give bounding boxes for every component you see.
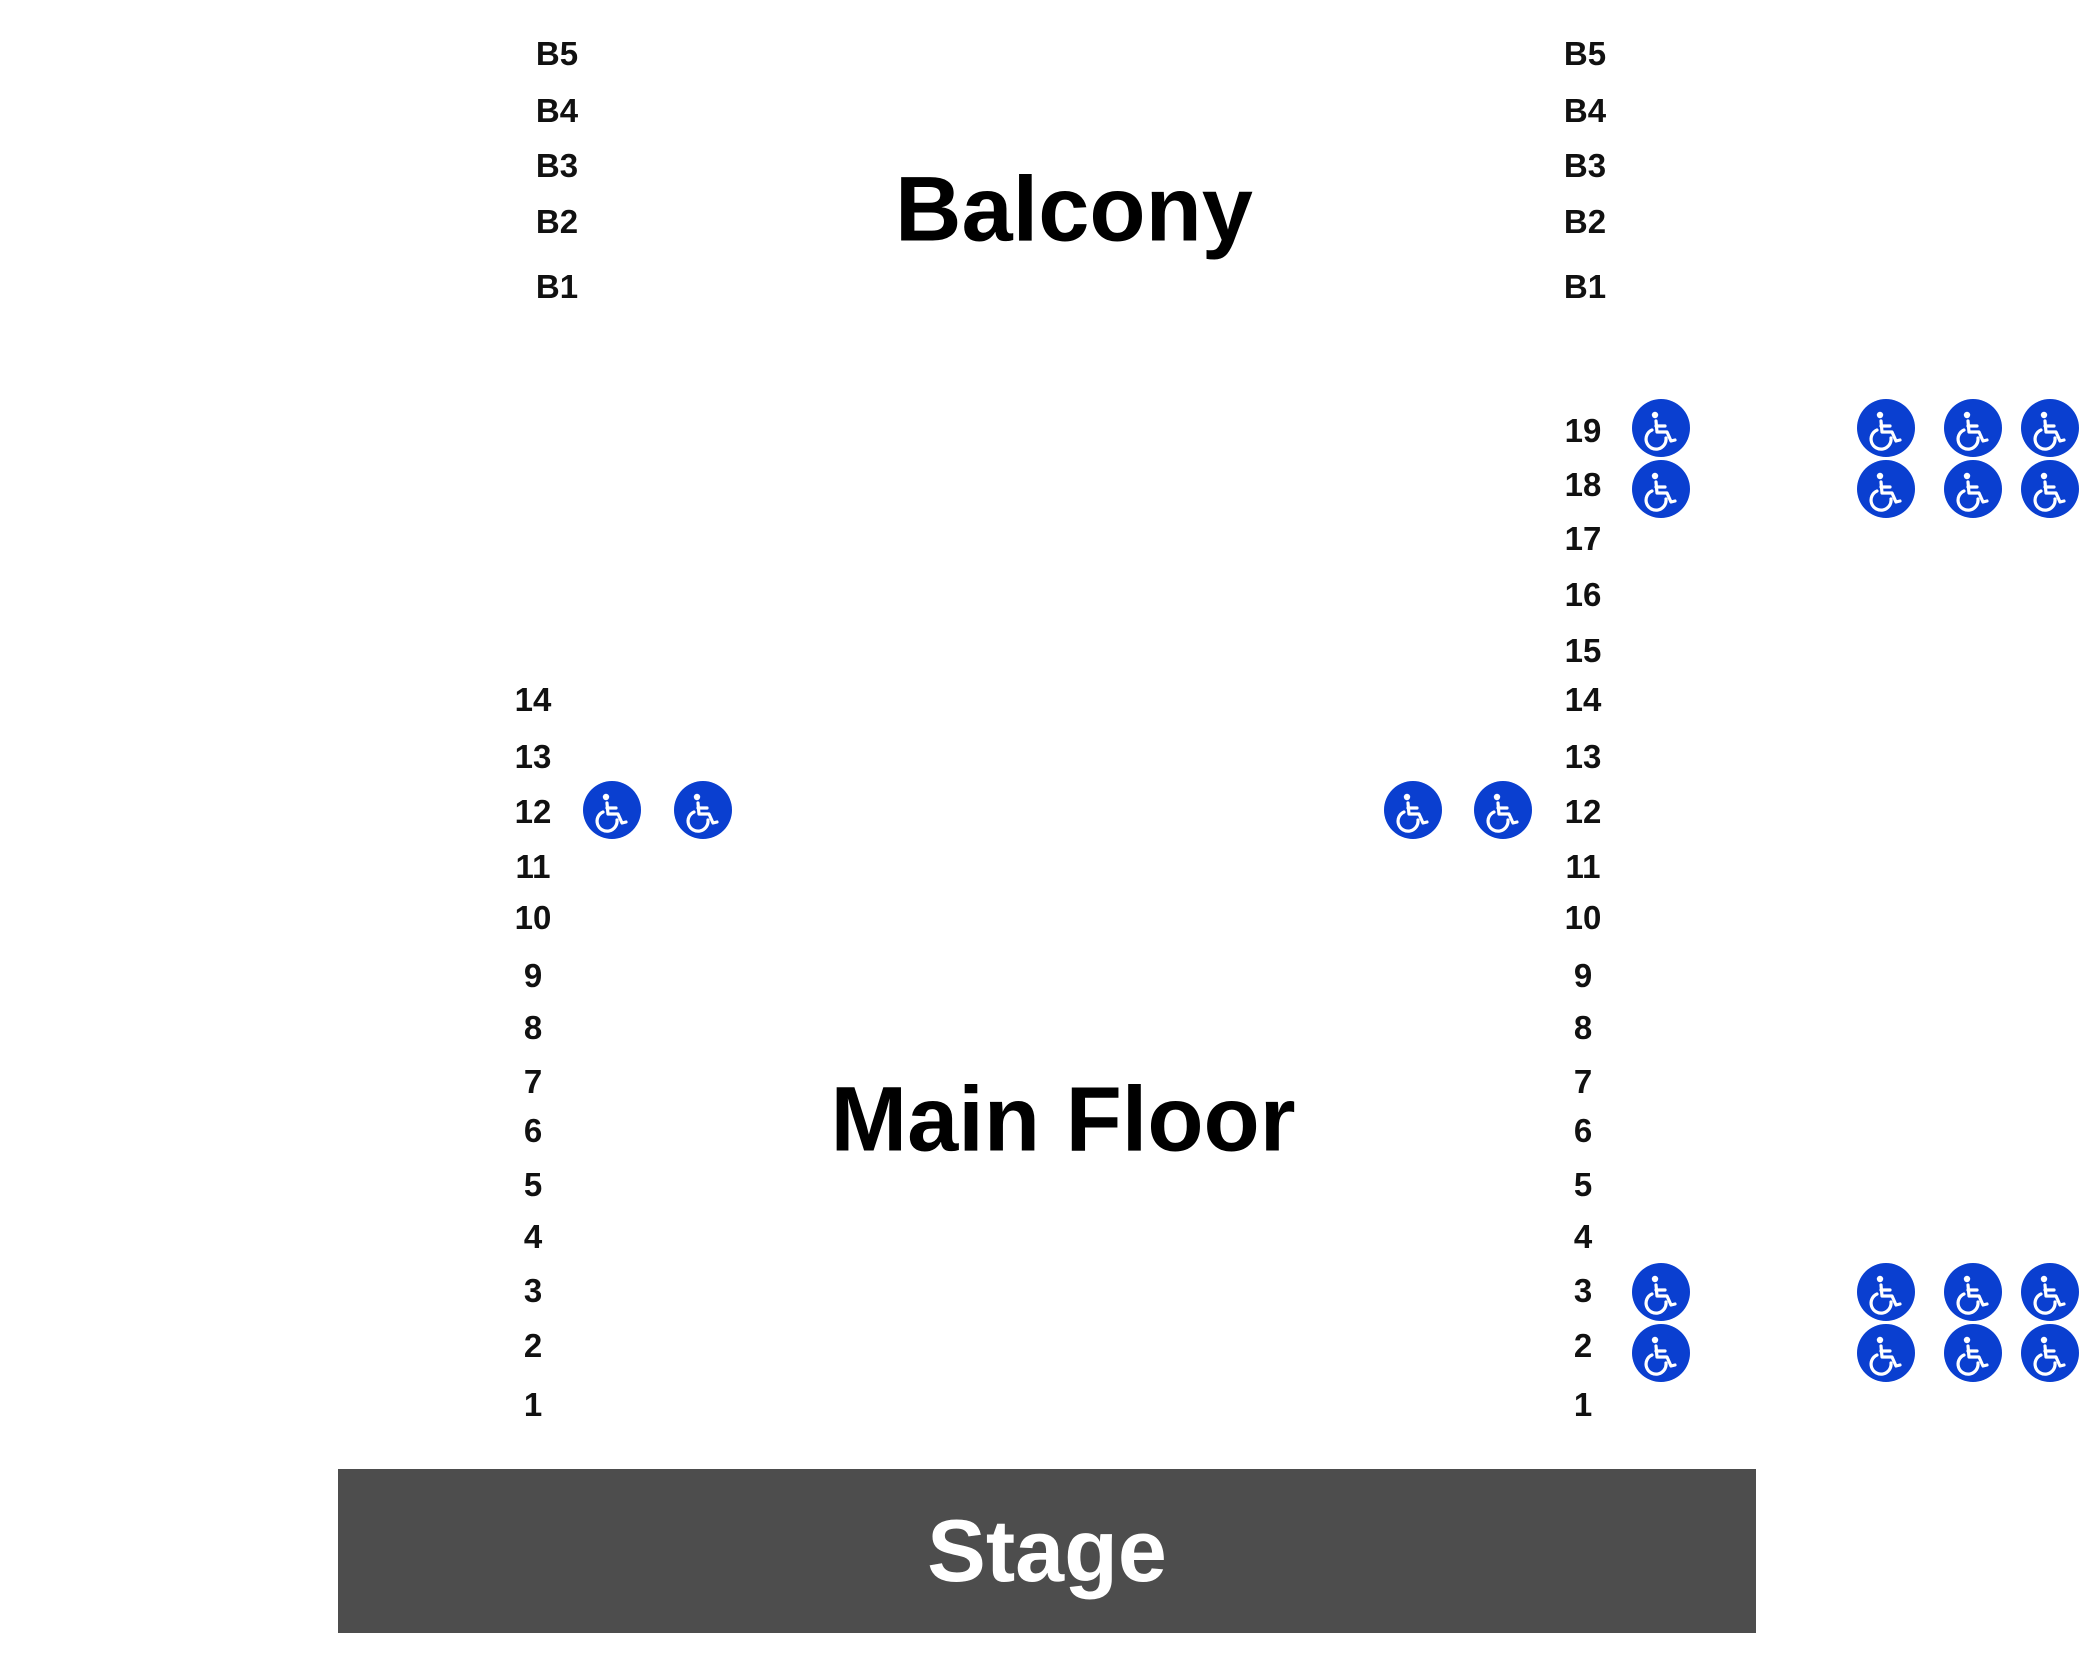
row-label-right-main: 14 xyxy=(1564,681,1602,718)
wheelchair-accessible-icon[interactable] xyxy=(1384,781,1442,839)
wheelchair-accessible-icon[interactable] xyxy=(674,781,732,839)
row-label-right-balcony: B1 xyxy=(1563,268,1607,305)
row-label-right-balcony: B3 xyxy=(1563,147,1607,184)
row-label-right-main: 6 xyxy=(1573,1112,1593,1149)
row-label-right-balcony: B5 xyxy=(1563,35,1607,72)
wheelchair-accessible-icon[interactable] xyxy=(1857,460,1915,518)
row-label-left-main: 5 xyxy=(523,1166,543,1203)
row-label-right-main: 13 xyxy=(1564,738,1602,775)
wheelchair-accessible-icon[interactable] xyxy=(2021,399,2079,457)
wheelchair-accessible-icon[interactable] xyxy=(1944,399,2002,457)
row-label-right-main: 11 xyxy=(1565,848,1601,885)
row-label-left-balcony: B2 xyxy=(535,203,579,240)
row-label-right-main: 4 xyxy=(1573,1218,1593,1255)
row-label-right-main: 16 xyxy=(1564,576,1602,613)
stage: Stage xyxy=(338,1469,1756,1633)
balcony-section-title: Balcony xyxy=(895,158,1253,261)
wheelchair-accessible-icon[interactable] xyxy=(1944,1324,2002,1382)
row-label-right-main: 15 xyxy=(1564,632,1602,669)
wheelchair-accessible-icon[interactable] xyxy=(1632,1263,1690,1321)
wheelchair-accessible-icon[interactable] xyxy=(1632,1324,1690,1382)
row-label-right-main: 1 xyxy=(1573,1386,1593,1423)
wheelchair-accessible-icon[interactable] xyxy=(2021,1263,2079,1321)
wheelchair-accessible-icon[interactable] xyxy=(1632,460,1690,518)
row-label-right-main: 7 xyxy=(1573,1063,1593,1100)
wheelchair-accessible-icon[interactable] xyxy=(583,781,641,839)
row-label-left-balcony: B1 xyxy=(535,268,579,305)
wheelchair-accessible-icon[interactable] xyxy=(1632,399,1690,457)
row-label-right-main: 12 xyxy=(1564,793,1602,830)
row-label-left-balcony: B3 xyxy=(535,147,579,184)
wheelchair-accessible-icon[interactable] xyxy=(1944,1263,2002,1321)
row-label-right-main: 19 xyxy=(1564,412,1602,449)
row-label-left-main: 10 xyxy=(514,899,552,936)
row-label-right-main: 9 xyxy=(1573,957,1593,994)
row-label-right-balcony: B2 xyxy=(1563,203,1607,240)
row-label-left-main: 14 xyxy=(514,681,552,718)
row-label-right-main: 2 xyxy=(1573,1327,1593,1364)
row-label-right-balcony: B4 xyxy=(1563,92,1607,129)
row-label-left-main: 3 xyxy=(523,1272,543,1309)
row-label-left-balcony: B4 xyxy=(535,92,579,129)
row-label-right-main: 5 xyxy=(1573,1166,1593,1203)
wheelchair-accessible-icon[interactable] xyxy=(1857,1324,1915,1382)
row-label-right-main: 8 xyxy=(1573,1009,1593,1046)
row-label-right-main: 3 xyxy=(1573,1272,1593,1309)
wheelchair-accessible-icon[interactable] xyxy=(2021,460,2079,518)
row-label-left-main: 4 xyxy=(523,1218,543,1255)
row-label-left-main: 8 xyxy=(523,1009,543,1046)
row-label-left-main: 2 xyxy=(523,1327,543,1364)
wheelchair-accessible-icon[interactable] xyxy=(1857,1263,1915,1321)
row-label-left-main: 9 xyxy=(523,957,543,994)
main-floor-section-title: Main Floor xyxy=(830,1068,1296,1171)
row-label-left-main: 1 xyxy=(523,1386,543,1423)
wheelchair-accessible-icon[interactable] xyxy=(1857,399,1915,457)
wheelchair-accessible-icon[interactable] xyxy=(1474,781,1532,839)
row-label-left-balcony: B5 xyxy=(535,35,579,72)
row-label-left-main: 7 xyxy=(523,1063,543,1100)
row-label-left-main: 11 xyxy=(515,848,551,885)
row-label-left-main: 13 xyxy=(514,738,552,775)
stage-label: Stage xyxy=(927,1501,1167,1600)
row-label-right-main: 10 xyxy=(1564,899,1602,936)
wheelchair-accessible-icon[interactable] xyxy=(1944,460,2002,518)
wheelchair-accessible-icon[interactable] xyxy=(2021,1324,2079,1382)
row-label-right-main: 17 xyxy=(1564,520,1602,557)
row-label-left-main: 6 xyxy=(523,1112,543,1149)
row-label-right-main: 18 xyxy=(1564,466,1602,503)
row-label-left-main: 12 xyxy=(514,793,552,830)
